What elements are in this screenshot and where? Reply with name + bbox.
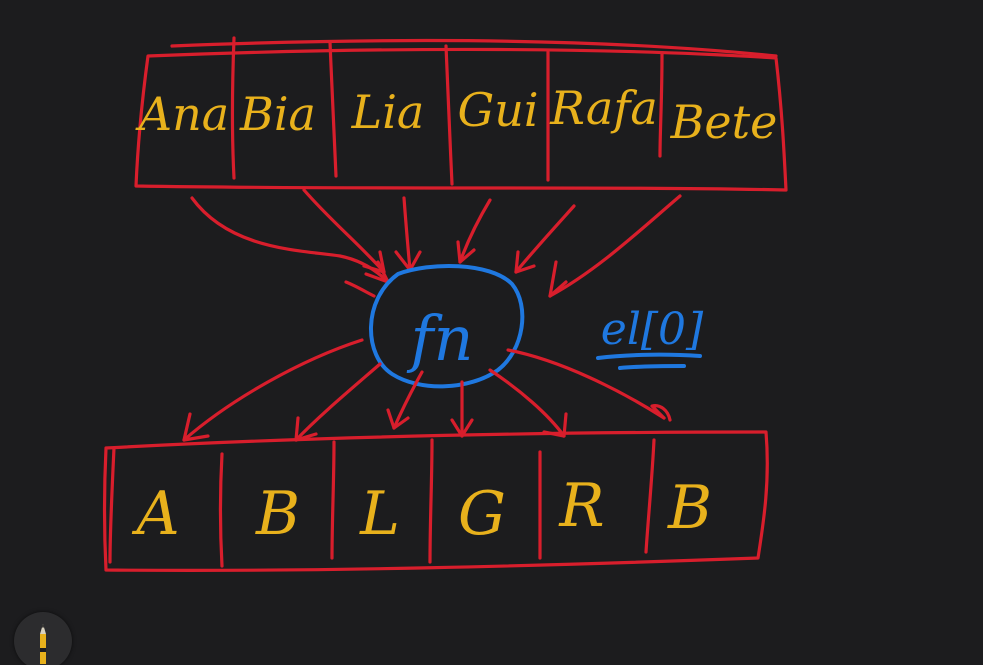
bottom-divider — [218, 452, 224, 568]
output-arrow — [182, 338, 364, 442]
bottom-array: A B L G R B — [102, 430, 769, 572]
bottom-item-g: G — [458, 479, 506, 549]
function-node: fn — [369, 263, 525, 389]
bottom-item-l: L — [359, 479, 400, 549]
output-arrow — [392, 370, 424, 430]
top-item-bete: Bete — [670, 95, 778, 149]
bottom-item-r: R — [558, 471, 604, 541]
output-arrow — [506, 348, 666, 420]
bottom-divider — [644, 438, 656, 554]
output-arrow — [294, 362, 382, 442]
output-arrow — [488, 368, 566, 438]
input-arrows — [190, 188, 682, 298]
pencil-tool-button[interactable] — [14, 612, 72, 665]
code-annotation-text: el[0] — [601, 304, 704, 355]
top-item-bia: Bia — [239, 87, 316, 141]
bottom-array-outline — [102, 430, 769, 572]
top-divider — [230, 36, 236, 180]
function-circle — [369, 263, 525, 389]
bottom-divider — [330, 440, 336, 560]
top-array: Ana Bia Lia Gui Rafa Bete — [134, 36, 788, 192]
top-item-ana: Ana — [135, 87, 229, 141]
top-divider — [658, 52, 664, 158]
input-arrow — [190, 196, 390, 284]
pencil-icon — [40, 624, 46, 664]
top-item-gui: Gui — [457, 83, 538, 137]
function-label: fn — [407, 302, 474, 375]
input-arrow — [514, 204, 576, 274]
code-annotation: el[0] — [596, 304, 704, 370]
input-arrow — [458, 198, 492, 264]
top-array-outline — [134, 47, 788, 192]
input-arrow — [302, 188, 386, 274]
input-arrow — [548, 194, 682, 298]
top-item-lia: Lia — [351, 85, 425, 139]
bottom-divider — [428, 438, 434, 564]
bottom-item-b: B — [255, 479, 300, 549]
top-divider — [328, 40, 338, 178]
output-arrows — [182, 338, 672, 442]
input-arrow — [402, 196, 412, 272]
top-item-rafa: Rafa — [549, 81, 658, 135]
top-divider — [444, 44, 454, 186]
bottom-item-a: A — [131, 479, 179, 549]
bottom-item-b-last: B — [667, 473, 712, 543]
